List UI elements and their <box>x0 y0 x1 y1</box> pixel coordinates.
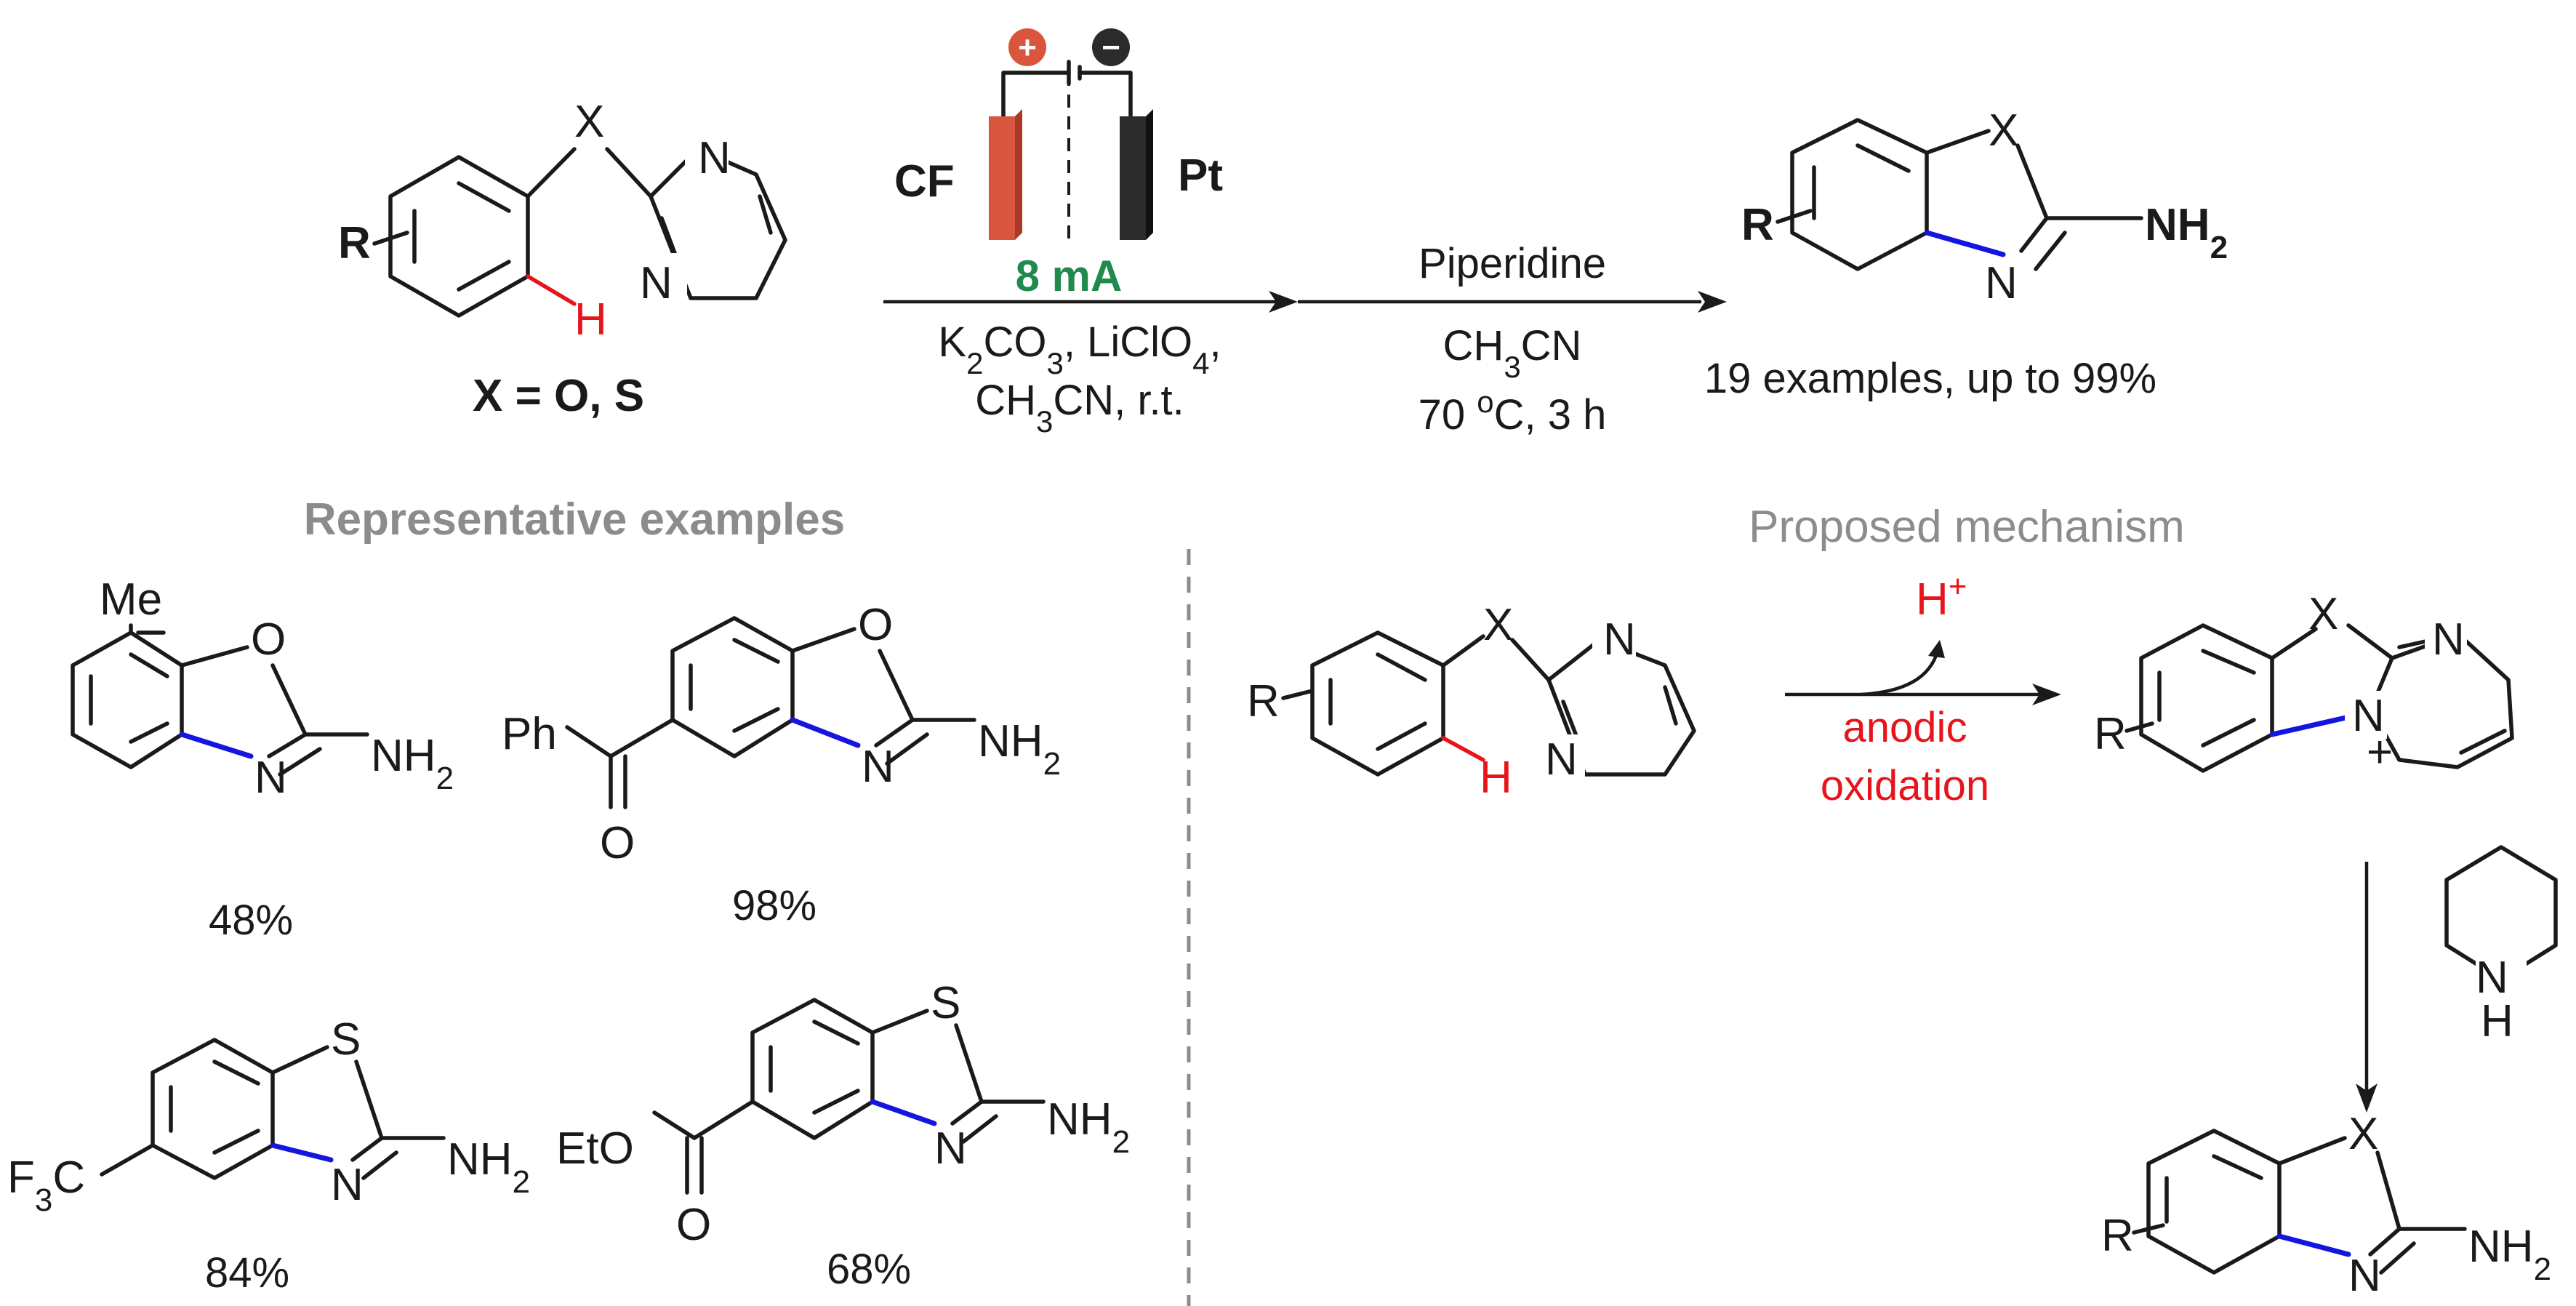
example-1-structure: Me O N NH2 <box>71 574 454 803</box>
step2-conditions: 70 oC, 3 h <box>1419 385 1607 439</box>
starting-material: H R X N N X = O, S <box>338 97 787 421</box>
mechanism-title: Proposed mechanism <box>1749 502 2185 552</box>
example-4-yield: 68% <box>827 1246 911 1293</box>
step2-solvent: CH3CN <box>1443 322 1582 384</box>
cathode-minus-sign: − <box>1102 30 1120 65</box>
intermediate-n-plus-atom: N <box>2352 691 2385 741</box>
intermediate-x-atom: X <box>2308 589 2338 639</box>
trifluoromethyl-label: F3C <box>7 1153 85 1218</box>
piperidine-n-atom: N <box>2476 953 2508 1003</box>
cathode-label: Pt <box>1178 151 1223 201</box>
example-4-nh2: NH2 <box>1047 1094 1130 1160</box>
cathode-electrode <box>1120 116 1146 240</box>
intermediate-r-group: R <box>2094 709 2127 759</box>
example-2-o-atom: O <box>858 600 893 650</box>
mechanism-r-group: R <box>1247 676 1280 726</box>
step1-reagents: K2CO3, LiClO4, <box>938 319 1221 380</box>
piperidine-structure: N H <box>2444 845 2558 1046</box>
intermediate-n-atom: N <box>2432 614 2465 665</box>
final-nh2: NH2 <box>2468 1222 2551 1287</box>
example-3-yield: 84% <box>205 1249 289 1297</box>
example-4-n-atom: N <box>934 1123 967 1174</box>
product-nh2: NH2 <box>2145 200 2228 265</box>
example-1-nh2: NH2 <box>371 731 454 796</box>
final-x-atom: X <box>2348 1109 2378 1159</box>
example-2-nh2: NH2 <box>978 716 1061 782</box>
product-r-group: R <box>1741 200 1774 250</box>
hydrogen-atom: H <box>574 295 607 345</box>
example-2-n-atom: N <box>862 742 894 792</box>
mechanism-starting-material: H R X N N <box>1247 600 1696 803</box>
mechanism-pyrimidine-n1: N <box>1603 614 1636 665</box>
example-2-yield: 98% <box>732 882 816 929</box>
proton-release-arrow <box>1861 650 1940 697</box>
example-3-n-atom: N <box>331 1160 364 1210</box>
step2-base: Piperidine <box>1419 240 1606 287</box>
r-group-label: R <box>338 218 371 268</box>
pyrimidine-n1: N <box>698 133 731 183</box>
mechanism-step-label-1: anodic <box>1843 704 1967 751</box>
product-n-atom: N <box>1985 258 2018 308</box>
ester-carbonyl-o-atom: O <box>676 1200 711 1250</box>
anode-electrode <box>989 116 1015 240</box>
anode-plus-sign: + <box>1018 30 1037 65</box>
cathode-minus-icon <box>1092 28 1130 66</box>
pyrimidine-n3: N <box>640 258 673 308</box>
example-3-structure: S N NH2 F3C <box>7 1014 530 1218</box>
phenyl-label: Ph <box>502 709 557 759</box>
mechanism-x-atom: X <box>1483 600 1513 650</box>
mechanism-step-label-2: oxidation <box>1821 762 1989 809</box>
example-2-structure: O N NH2 Ph O <box>502 600 1061 868</box>
example-3-s-atom: S <box>331 1014 361 1065</box>
anode-label: CF <box>894 156 955 207</box>
intermediate-charge: + <box>2367 727 2393 777</box>
product-x-atom: X <box>1989 105 2018 156</box>
final-r-group: R <box>2101 1211 2134 1261</box>
examples-title: Representative examples <box>304 494 845 545</box>
piperidine-h-atom: H <box>2481 996 2513 1046</box>
x-definition: X = O, S <box>473 371 644 421</box>
electrochemical-cell: + − CF Pt 8 mA <box>894 28 1223 300</box>
mechanism-pyrimidine-n3: N <box>1545 734 1578 785</box>
scope-note: 19 examples, up to 99% <box>1704 355 2156 402</box>
example-1-n-atom: N <box>254 753 287 803</box>
current-label: 8 mA <box>1016 252 1123 300</box>
cationic-intermediate: X N + N R <box>2094 589 2514 777</box>
example-3-nh2: NH2 <box>447 1134 530 1200</box>
mechanism-hydrogen-atom: H <box>1480 753 1512 803</box>
anode-plus-icon <box>1008 28 1046 66</box>
ethoxy-label: EtO <box>556 1123 634 1174</box>
product-benzazole: X N R NH2 19 examples, up to 99% <box>1704 105 2228 402</box>
example-4-s-atom: S <box>931 978 960 1028</box>
example-4-structure: S N NH2 EtO O <box>556 978 1130 1250</box>
mechanism-product: X N R NH2 <box>2101 1109 2551 1301</box>
example-1-yield: 48% <box>209 897 293 944</box>
example-1-o-atom: O <box>251 614 286 665</box>
carbonyl-o-atom: O <box>600 818 635 868</box>
methyl-label: Me <box>100 574 162 625</box>
proton-byproduct: H+ <box>1916 569 1967 625</box>
x-atom: X <box>574 97 604 147</box>
final-n-atom: N <box>2348 1251 2381 1301</box>
step1-solvent: CH3CN, r.t. <box>975 377 1184 438</box>
